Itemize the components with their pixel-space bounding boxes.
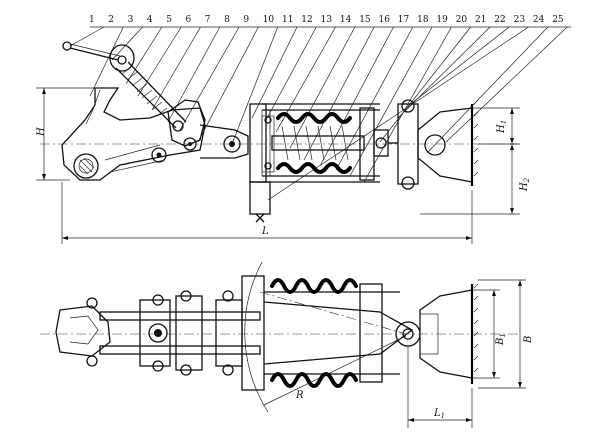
hook-pin xyxy=(73,153,99,179)
buffer-springs xyxy=(276,112,352,174)
dim-H: H xyxy=(36,127,47,137)
lock-plate xyxy=(167,99,206,147)
part-leader-lines xyxy=(69,26,572,201)
leader-line-15 xyxy=(303,26,375,161)
cam-wheel xyxy=(109,44,135,72)
leader-line-25 xyxy=(445,26,568,143)
part-number-14: 14 xyxy=(340,15,352,25)
part-number-9: 9 xyxy=(243,15,249,25)
leader-line-1 xyxy=(69,26,105,47)
leader-line-3 xyxy=(111,26,143,61)
dim-L1-sub: 1 xyxy=(441,412,445,420)
part-number-4: 4 xyxy=(147,15,153,25)
part-number-12: 12 xyxy=(301,15,312,25)
part-number-10: 10 xyxy=(263,15,275,25)
part-number-23: 23 xyxy=(514,15,526,25)
side-view-dimensions: H L H1 H2 xyxy=(36,87,531,244)
plan-springs xyxy=(270,278,358,388)
leader-line-22 xyxy=(407,26,510,107)
svg-text:H1: H1 xyxy=(496,120,508,134)
jaw xyxy=(55,305,111,357)
dim-H2: H xyxy=(519,182,530,192)
part-number-2: 2 xyxy=(108,15,114,25)
part-number-25: 25 xyxy=(552,15,564,25)
part-number-24: 24 xyxy=(533,15,545,25)
leader-line-18 xyxy=(349,26,433,177)
part-number-15: 15 xyxy=(359,15,371,25)
dim-H1: H xyxy=(496,124,507,134)
svg-text:B1: B1 xyxy=(495,333,507,346)
plan-view xyxy=(40,261,520,413)
leader-line-10 xyxy=(231,26,279,145)
swing-radius-arc xyxy=(244,261,269,413)
release-rod xyxy=(115,67,177,129)
svg-text:H: H xyxy=(36,127,47,137)
dim-H1-sub: 1 xyxy=(500,120,508,124)
part-number-20: 20 xyxy=(456,15,468,25)
part-number-5: 5 xyxy=(166,15,172,25)
leader-line-14 xyxy=(289,26,356,149)
part-number-8: 8 xyxy=(224,15,230,25)
dim-R: R xyxy=(295,390,304,401)
part-number-1: 1 xyxy=(89,15,95,25)
svg-text:L1: L1 xyxy=(433,408,445,420)
leader-line-9 xyxy=(197,26,259,143)
leader-line-16 xyxy=(319,26,394,167)
part-number-7: 7 xyxy=(205,15,211,25)
dim-B: B xyxy=(523,336,534,344)
dim-H2-sub: 2 xyxy=(523,177,531,183)
part-number-19: 19 xyxy=(436,15,448,25)
plan-view-dimensions: R B1 B L1 xyxy=(295,279,534,428)
dim-B1: B xyxy=(495,338,506,346)
spring-rod xyxy=(271,135,365,151)
housing-front-plate xyxy=(241,275,265,391)
hook-body xyxy=(61,87,206,181)
svg-text:H2: H2 xyxy=(519,177,531,192)
leader-line-5 xyxy=(137,26,182,97)
dim-B1-sub: 1 xyxy=(499,333,507,337)
dim-L1: L xyxy=(433,408,441,419)
upper-side-link xyxy=(99,311,261,321)
part-number-13: 13 xyxy=(321,15,333,25)
handle-knob xyxy=(62,41,72,51)
leader-line-24 xyxy=(427,26,549,153)
connecting-link xyxy=(199,124,249,159)
part-number-17: 17 xyxy=(398,15,410,25)
housing-rear-plate xyxy=(359,283,383,383)
rod-spring xyxy=(121,65,168,117)
part-number-3: 3 xyxy=(128,15,134,25)
leader-line-20 xyxy=(379,26,471,143)
leader-line-2 xyxy=(89,26,124,97)
leader-line-6 xyxy=(151,26,201,111)
side-elevation-view xyxy=(40,41,520,223)
part-number-22: 22 xyxy=(494,15,505,25)
part-number-11: 11 xyxy=(282,15,293,25)
part-number-21: 21 xyxy=(475,15,486,25)
leader-line-4 xyxy=(125,26,163,85)
part-number-16: 16 xyxy=(379,15,391,25)
dim-L: L xyxy=(261,226,269,237)
lower-side-link xyxy=(99,345,261,355)
leader-line-12 xyxy=(265,26,317,121)
part-number-18: 18 xyxy=(417,15,429,25)
leader-line-8 xyxy=(179,26,240,131)
part-number-6: 6 xyxy=(186,15,192,25)
suspension-bolt xyxy=(249,181,271,215)
leader-line-11 xyxy=(251,26,298,119)
